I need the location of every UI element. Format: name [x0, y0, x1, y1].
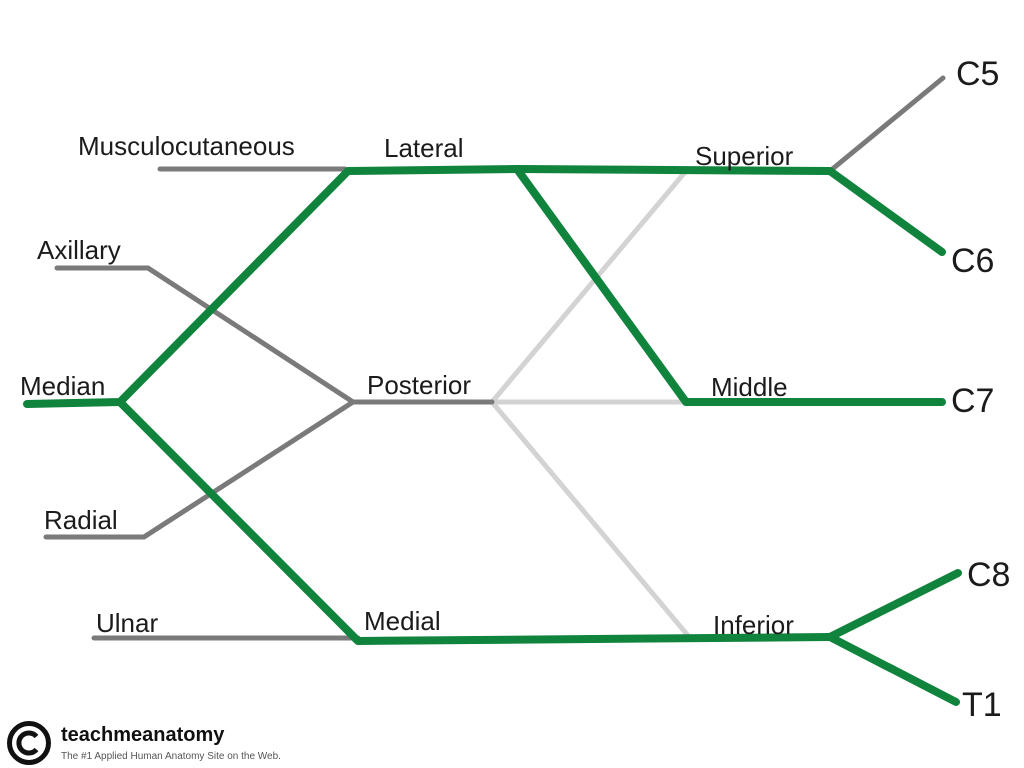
lateral-to-middle-line	[513, 165, 946, 406]
c6-superior-lateral-line	[23, 165, 946, 408]
inferior-trunk-label: Inferior	[713, 610, 794, 640]
c6-root-label: C6	[951, 242, 995, 280]
median-label: Median	[20, 371, 106, 401]
axillary-label: Axillary	[37, 235, 121, 265]
copyright-icon	[7, 721, 51, 765]
t1-root-label: T1	[962, 686, 1002, 724]
ulnar-label: Ulnar	[96, 608, 159, 638]
lateral-cord-label: Lateral	[384, 133, 464, 163]
radial-label: Radial	[44, 505, 118, 535]
brand-tagline: The #1 Applied Human Anatomy Site on the…	[61, 751, 281, 762]
radial-line	[43, 399, 356, 540]
medial-cord-label: Medial	[364, 606, 441, 636]
grey-branches	[43, 75, 946, 641]
green-path	[23, 165, 962, 706]
musculocutaneous-label: Musculocutaneous	[78, 131, 295, 161]
middle-trunk-label: Middle	[711, 372, 788, 402]
superior-to-posterior-line	[489, 168, 689, 405]
light-branches	[489, 168, 693, 641]
inferior-to-posterior-line	[489, 399, 693, 641]
axillary-line	[54, 265, 356, 405]
c8-root-label: C8	[967, 556, 1011, 594]
superior-trunk-label: Superior	[695, 141, 794, 171]
c5-root-label: C5	[956, 55, 1000, 93]
posterior-cord-label: Posterior	[367, 370, 472, 400]
brand-name: teachmeanatomy	[61, 724, 225, 746]
c7-root-label: C7	[951, 382, 995, 420]
c8-root-line	[826, 569, 962, 641]
t1-root-line	[826, 633, 960, 706]
median-to-medial-line	[116, 398, 834, 645]
c5-root-line	[827, 75, 946, 174]
teachmeanatomy-logo: teachmeanatomy The #1 Applied Human Anat…	[6, 720, 316, 766]
